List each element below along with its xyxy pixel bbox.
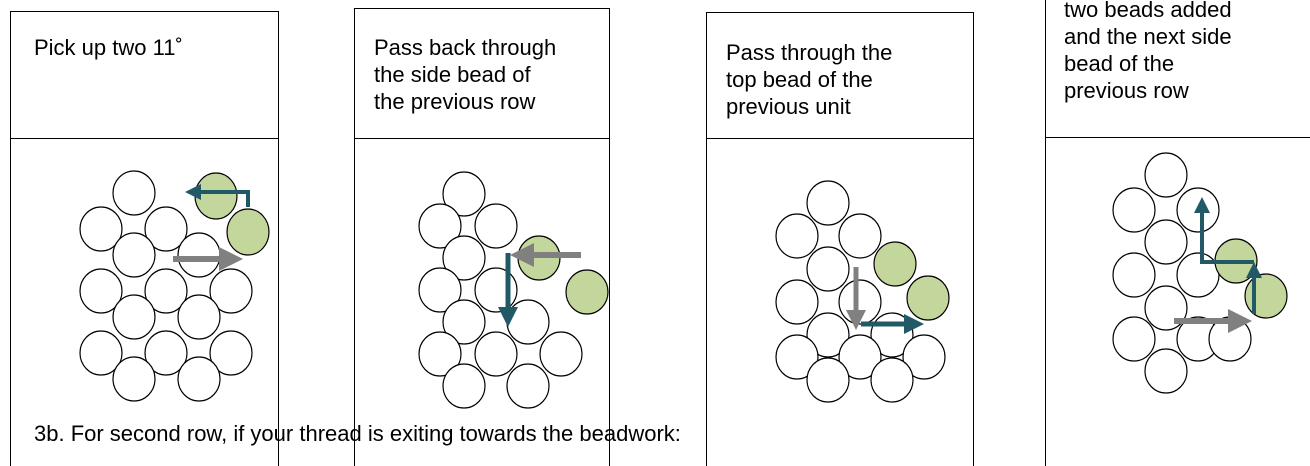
panel-frames <box>10 0 1310 466</box>
bead-cluster-panel-1 <box>79 170 253 402</box>
new-beads-panel-3 <box>873 241 950 321</box>
new-beads-panel-1 <box>194 172 270 256</box>
panel-1-caption: Pick up two 11˚ <box>34 35 183 60</box>
panel-3-caption: Pass through the top bead of the previou… <box>726 40 893 119</box>
panel-2-caption: Pass back through the side bead of the p… <box>374 35 557 114</box>
arrow-teal-panel-1 <box>185 184 250 207</box>
new-beads-panel-4 <box>1214 238 1288 319</box>
bead-cluster-panel-2 <box>418 171 583 409</box>
panel-4-caption: two beads added and the next side bead o… <box>1064 0 1232 103</box>
arrow-teal-panel-4-b <box>1194 197 1254 264</box>
instruction-footer: 3b. For second row, if your thread is ex… <box>34 421 681 446</box>
